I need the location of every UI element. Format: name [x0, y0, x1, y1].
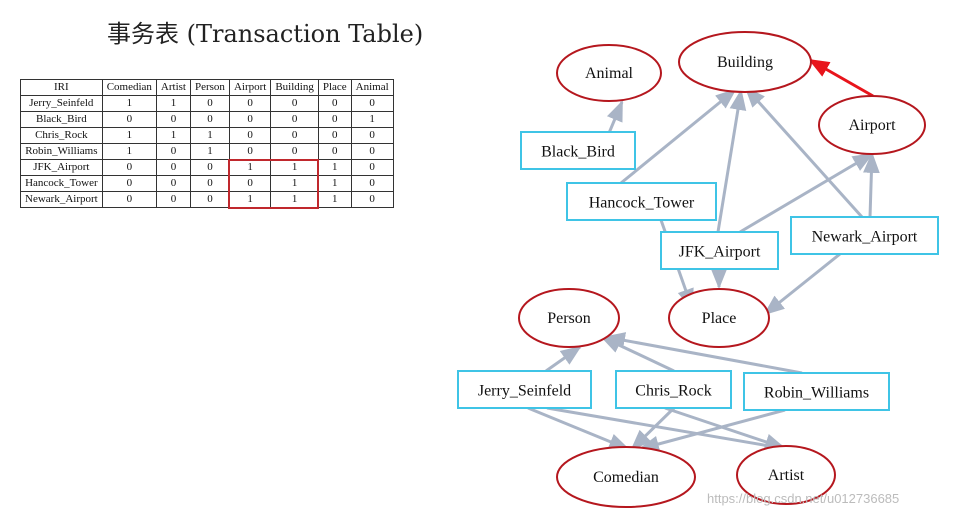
instance-node-label: JFK_Airport [679, 244, 761, 261]
class-node-label: Airport [848, 117, 896, 134]
class-node-label: Comedian [593, 469, 659, 486]
edge-airport-to-building [808, 58, 874, 98]
instance-node-label: Robin_Williams [764, 385, 869, 402]
table-cell: 1 [101, 127, 157, 144]
instance-node-shape [566, 182, 717, 221]
instance-node-label: Jerry_Seinfeld [478, 383, 571, 400]
edge-jerry-seinfeld-to-person [545, 345, 582, 373]
class-node-airport: Airport [818, 95, 926, 155]
class-node-animal: Animal [556, 44, 662, 102]
instance-node-label: Black_Bird [541, 144, 615, 161]
row-iri: Robin_Williams [20, 143, 103, 160]
class-node-label: Artist [768, 467, 805, 484]
transaction-table: IRI Comedian Artist Person Airport Build… [20, 79, 394, 208]
row-iri: Black_Bird [20, 111, 103, 128]
table-cell: 0 [155, 191, 191, 208]
edges-layer [527, 58, 880, 455]
row-iri: Chris_Rock [20, 127, 103, 144]
instance-node-hancock-tower: Hancock_Tower [566, 182, 717, 221]
class-node-building: Building [678, 31, 812, 93]
instance-node-label: Hancock_Tower [589, 195, 695, 212]
edge-robin-williams-to-comedian [637, 408, 786, 453]
edge-newark-airport-to-airport [863, 151, 880, 218]
row-iri: Newark_Airport [20, 191, 103, 208]
class-node-shape [818, 95, 926, 155]
page-title: 事务表 (Transaction Table) [107, 20, 424, 48]
column-header: Airport [228, 79, 272, 96]
edge-chris-rock-to-artist [664, 406, 786, 450]
table-cell: 0 [155, 159, 191, 176]
class-node-place: Place [668, 288, 770, 348]
instance-node-shape [660, 231, 779, 270]
instance-node-label: Newark_Airport [812, 229, 918, 246]
instance-node-label: Chris_Rock [635, 383, 711, 400]
class-node-label: Building [717, 54, 773, 71]
class-node-label: Animal [585, 65, 634, 82]
edge-hancock-tower-to-building [620, 88, 737, 185]
instance-node-shape [790, 216, 939, 255]
table-cell: 0 [350, 191, 394, 208]
edge-jfk-airport-to-airport [739, 152, 874, 234]
instance-node-shape [615, 370, 732, 409]
instance-node-shape [743, 372, 890, 411]
edge-jerry-seinfeld-to-comedian [527, 406, 630, 451]
instance-node-black-bird: Black_Bird [520, 131, 636, 170]
edge-robin-williams-to-person [603, 332, 803, 375]
table-header-row: IRI Comedian Artist Person Airport Build… [20, 79, 394, 96]
edge-newark-airport-to-building [744, 86, 864, 219]
table-cell: 0 [101, 191, 157, 208]
class-node-comedian: Comedian [556, 446, 696, 508]
watermark-text: https://blog.csdn.net/u012736685 [707, 491, 900, 506]
class-node-shape [518, 288, 620, 348]
class-node-artist: Artist [736, 445, 836, 505]
instance-node-jerry-seinfeld: Jerry_Seinfeld [457, 370, 592, 409]
instance-node-newark-airport: Newark_Airport [790, 216, 939, 255]
instance-node-chris-rock: Chris_Rock [615, 370, 732, 409]
class-node-shape [556, 44, 662, 102]
column-header: Place [317, 79, 352, 96]
class-node-label: Person [547, 310, 591, 327]
table-cell: 0 [350, 95, 394, 112]
instance-node-jfk-airport: JFK_Airport [660, 231, 779, 270]
class-node-shape [668, 288, 770, 348]
instance-node-robin-williams: Robin_Williams [743, 372, 890, 411]
class-node-shape [678, 31, 812, 93]
class-node-shape [556, 446, 696, 508]
column-header: Building [270, 79, 319, 96]
edge-jfk-airport-to-building [716, 88, 747, 233]
edge-jerry-seinfeld-to-artist [546, 406, 790, 455]
instance-node-shape [520, 131, 636, 170]
instance-node-shape [457, 370, 592, 409]
class-node-shape [736, 445, 836, 505]
class-node-label: Place [702, 310, 737, 327]
edge-newark-airport-to-place [763, 252, 841, 316]
row-iri: Hancock_Tower [20, 175, 103, 192]
class-node-person: Person [518, 288, 620, 348]
